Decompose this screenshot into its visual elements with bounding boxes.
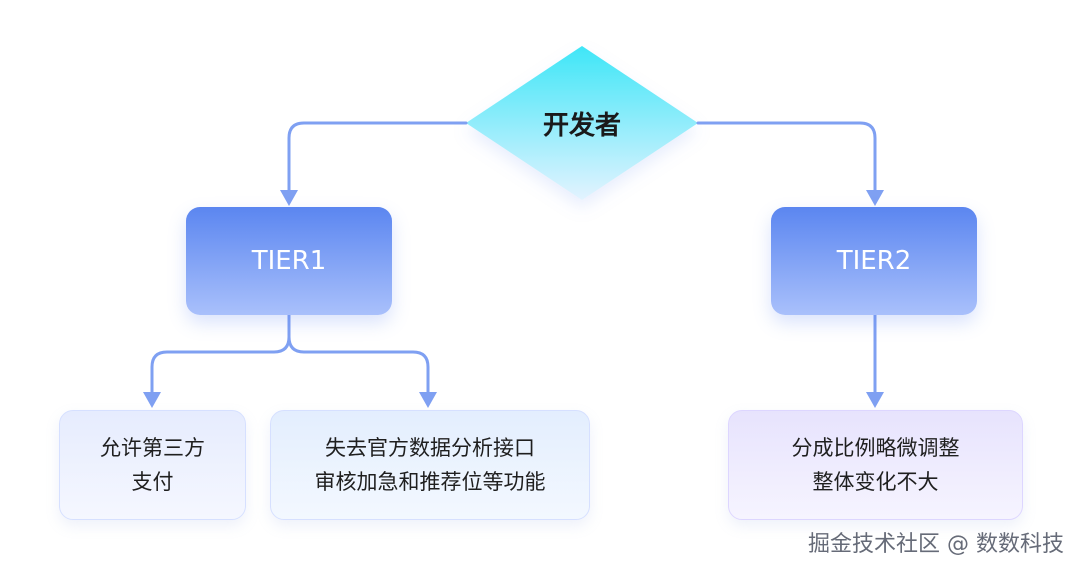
edge-root-tier2 — [696, 121, 877, 198]
leaf1-line1: 允许第三方 — [100, 436, 205, 460]
root-node-label: 开发者 — [542, 110, 621, 141]
edge-tier1-leaf2 — [287, 335, 430, 400]
leaf-node-lost-features: 失去官方数据分析接口 审核加急和推荐位等功能 — [270, 410, 590, 520]
tier1-node: TIER1 — [186, 207, 392, 315]
leaf3-line2: 整体变化不大 — [812, 470, 939, 494]
tier1-label: TIER1 — [251, 246, 327, 276]
edge-root-tier1 — [287, 121, 468, 198]
watermark: 掘金技术社区 @ 数数科技 — [808, 532, 1064, 557]
leaf3-line1: 分成比例略微调整 — [791, 436, 960, 460]
leaf2-line1: 失去官方数据分析接口 — [325, 436, 535, 460]
leaf-node-third-party-payment: 允许第三方 支付 — [59, 410, 246, 520]
arrowhead-leaf1 — [143, 392, 161, 408]
tier2-label: TIER2 — [836, 246, 912, 276]
leaf1-line2: 支付 — [131, 470, 174, 494]
leaf-node-revenue-share: 分成比例略微调整 整体变化不大 — [728, 410, 1023, 520]
arrowhead-tier1 — [280, 190, 298, 206]
arrowhead-tier2 — [866, 190, 884, 206]
arrowhead-leaf2 — [419, 392, 437, 408]
leaf2-line2: 审核加急和推荐位等功能 — [314, 470, 546, 494]
arrowhead-leaf3 — [866, 392, 884, 408]
tier2-node: TIER2 — [771, 207, 977, 315]
root-diamond — [466, 46, 698, 200]
edge-tier1-split — [150, 313, 291, 400]
